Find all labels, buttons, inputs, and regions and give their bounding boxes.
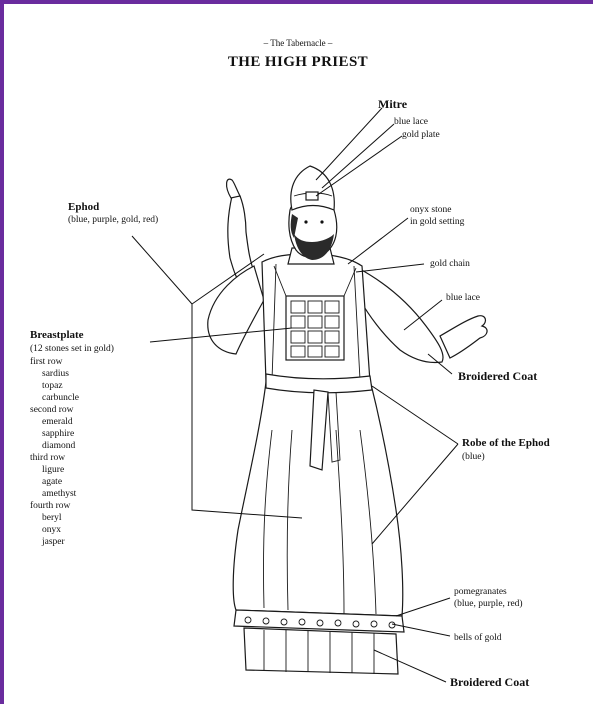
stone-item: carbuncle (42, 393, 79, 403)
label-pomegranates: pomegranates (454, 587, 507, 597)
stone-item: agate (42, 477, 62, 487)
stone-item: onyx (42, 525, 61, 535)
label-blue-lace: blue lace (446, 293, 480, 303)
diagram-title: THE HIGH PRIEST (228, 54, 368, 70)
stone-row-heading: first row (30, 356, 63, 367)
stone-item: emerald (42, 417, 73, 427)
label-onyx-stone: onyx stone (410, 205, 451, 215)
label-mitre-blue-lace: blue lace (394, 117, 428, 127)
label-ephod: Ephod (68, 201, 99, 213)
stone-row-heading: second row (30, 405, 74, 415)
stone-row-heading: third row (30, 453, 65, 463)
label-bells-of-gold: bells of gold (454, 632, 502, 643)
diagram-subtitle: – The Tabernacle – (263, 38, 333, 48)
right-sleeve (358, 268, 443, 363)
extended-hand (440, 316, 487, 358)
label-breastplate-note: (12 stones set in gold) (30, 343, 114, 354)
label-mitre-gold-plate: gold plate (402, 130, 440, 140)
diagram-canvas: – The Tabernacle – THE HIGH PRIEST (10, 10, 587, 698)
label-breastplate: Breastplate (30, 329, 84, 341)
label-broidered-coat-upper: Broidered Coat (458, 369, 537, 383)
stone-item: sardius (42, 369, 69, 379)
stone-item: amethyst (42, 489, 77, 499)
stone-item: diamond (42, 441, 75, 451)
label-broidered-coat-lower: Broidered Coat (450, 675, 529, 689)
stone-item: sapphire (42, 429, 74, 439)
stone-item: jasper (41, 537, 66, 547)
stone-item: beryl (42, 513, 62, 523)
label-mitre: Mitre (378, 97, 408, 111)
stone-list: first row sardius topaz carbuncle second… (30, 356, 79, 547)
lower-coat (244, 628, 398, 674)
stone-item: ligure (42, 465, 64, 475)
label-ephod-colors: (blue, purple, gold, red) (68, 214, 158, 225)
raised-hand (227, 179, 240, 198)
high-priest-diagram: – The Tabernacle – THE HIGH PRIEST (10, 10, 587, 698)
stone-item: topaz (42, 381, 63, 391)
high-priest-figure (208, 166, 487, 674)
left-sleeve (208, 266, 264, 354)
stone-row-heading: fourth row (30, 500, 71, 511)
label-pomegranates-colors: (blue, purple, red) (454, 598, 523, 609)
label-robe-of-ephod: Robe of the Ephod (462, 437, 550, 449)
label-robe-color: (blue) (462, 451, 485, 462)
label-onyx-setting: in gold setting (410, 217, 465, 227)
label-gold-chain: gold chain (430, 259, 470, 269)
